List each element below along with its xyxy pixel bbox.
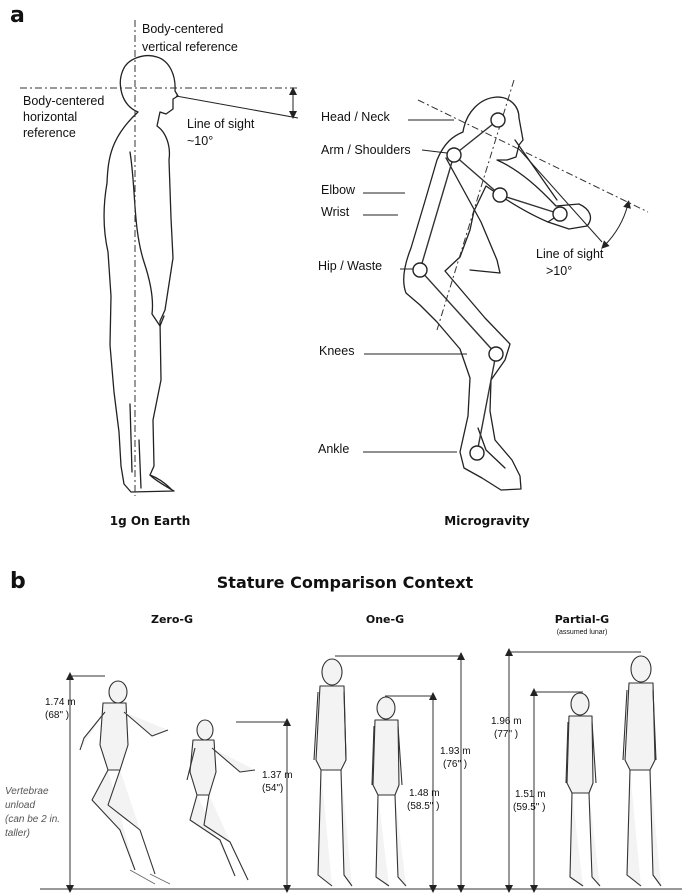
earth-standing-figure — [103, 55, 179, 493]
micro-vertical-reference-line — [436, 79, 515, 331]
partial-g-tall-value: 1.96 m (77" ) — [491, 716, 524, 740]
micro-skeleton — [412, 112, 568, 461]
partial-g-heading: Partial-G — [555, 613, 609, 626]
shoulder-joint — [446, 147, 462, 163]
micro-joint-labels: Head / Neck Arm / Shoulders Elbow Wrist … — [318, 110, 467, 456]
hip-joint — [412, 262, 428, 278]
micro-angle-arrow — [601, 200, 631, 249]
partial-g-subheading: (assumed lunar) — [557, 629, 608, 636]
zero-g-tall-value: 1.74 m (68" ) — [45, 697, 78, 721]
one-g-short-value: 1.48 m (58.5" ) — [407, 788, 442, 812]
panel-a-label: a — [10, 3, 25, 28]
earth-horizontal-ref-label: Body-centered horizontal reference — [23, 94, 108, 140]
partial-g-tall-astronaut — [622, 655, 662, 887]
label-head-neck: Head / Neck — [321, 110, 391, 124]
zero-g-tall-astronaut — [79, 680, 171, 885]
one-g-heading: One-G — [366, 613, 404, 626]
label-wrist: Wrist — [321, 205, 350, 219]
ankle-joint — [469, 445, 485, 461]
micro-line-of-sight-label: Line of sight >10° — [536, 247, 607, 278]
zero-g-heading: Zero-G — [151, 613, 193, 626]
earth-line-of-sight-label: Line of sight ~10° — [187, 117, 258, 148]
knee-joint — [488, 346, 504, 362]
earth-line-of-sight-line — [175, 95, 299, 119]
earth-vertical-ref-label: Body-centered vertical reference — [142, 22, 238, 54]
label-knees: Knees — [319, 344, 354, 358]
one-g-short-astronaut — [371, 696, 407, 887]
zero-g-short-astronaut — [186, 719, 256, 881]
zero-g-short-value: 1.37 m (54") — [262, 770, 295, 794]
wrist-joint — [552, 206, 568, 222]
panel-b-title: Stature Comparison Context — [217, 573, 474, 592]
panel-b-label: b — [10, 569, 26, 594]
earth-caption: 1g On Earth — [110, 514, 191, 528]
micro-caption: Microgravity — [444, 514, 530, 528]
micro-horizontal-reference-line — [417, 99, 649, 213]
label-ankle: Ankle — [318, 442, 349, 456]
label-hip-waste: Hip / Waste — [318, 259, 382, 273]
microgravity-neutral-posture-figure — [403, 96, 592, 491]
one-g-tall-astronaut — [313, 658, 353, 887]
partial-g-short-astronaut — [565, 692, 601, 887]
elbow-joint — [492, 187, 508, 203]
one-g-tall-value: 1.93 m (76" ) — [440, 746, 473, 770]
label-arm-shoulders: Arm / Shoulders — [321, 143, 411, 157]
partial-g-short-value: 1.51 m (59.5" ) — [513, 789, 548, 813]
head-neck-joint — [490, 112, 506, 128]
zero-g-vertebrae-note: Vertebrae unload (can be 2 in. taller) — [5, 786, 63, 839]
label-elbow: Elbow — [321, 183, 356, 197]
micro-line-of-sight-line — [517, 147, 603, 243]
